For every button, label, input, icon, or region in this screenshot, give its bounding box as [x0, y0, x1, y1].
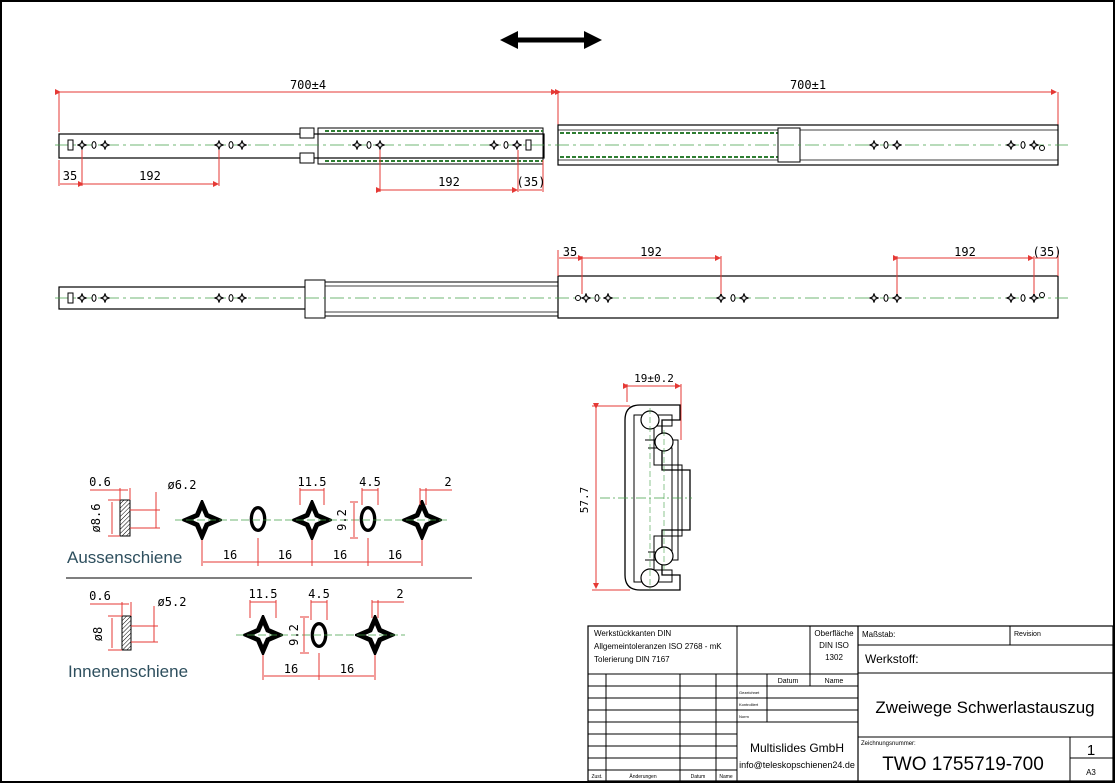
surface-line-2: DIN ISO	[819, 641, 849, 650]
outer-rail-label: Aussenschiene	[67, 548, 182, 567]
inner-d-11-5: 11.5	[249, 587, 278, 601]
outer-pitch-1: 16	[223, 548, 237, 562]
inner-dia-outer: ø5.2	[158, 595, 187, 609]
sheet-number: 1	[1087, 742, 1095, 759]
row-norm: Norm	[739, 714, 749, 719]
drawing-number-label: Zeichnungsnummer:	[861, 741, 916, 747]
cross-section: 19±0.2 57.7	[578, 372, 692, 591]
inner-rail-label: Innenenschiene	[68, 662, 188, 681]
outer-dia-hole: ø8.6	[89, 504, 103, 533]
second-view: 35 192 192 (35)	[55, 245, 1068, 319]
dim-right-length: 700±1	[790, 78, 826, 92]
outer-d-2: 2	[444, 475, 451, 489]
top-view: 700±4 700±1	[55, 78, 1068, 193]
rev-col-name: Name	[719, 774, 733, 780]
revision-label: Revision	[1014, 631, 1041, 638]
dim-192-side-a: 192	[640, 245, 662, 259]
double-arrow-icon	[500, 31, 602, 49]
outer-d-11-5: 11.5	[298, 475, 327, 489]
dim-35-top: 35	[63, 169, 77, 183]
outer-pitch-3: 16	[333, 548, 347, 562]
outer-pitch-2: 16	[278, 548, 292, 562]
sheet-format: A3	[1086, 768, 1096, 777]
drawing-title: Zweiwege Schwerlastauszug	[875, 698, 1094, 717]
dim-35-side: 35	[563, 245, 577, 259]
inner-d-9-2: 9.2	[287, 624, 301, 646]
dim-left-length: 700±4	[290, 78, 326, 92]
rev-col-state: Zust.	[591, 774, 602, 780]
inner-d-2: 2	[396, 587, 403, 601]
note-line-1: Werkstückkanten DIN	[594, 629, 671, 638]
note-line-2: Allgemeintoleranzen ISO 2768 - mK	[594, 642, 722, 651]
outer-rail-detail: 0.6 ø6.2 ø8.6 11.5 4.5 9.2 2	[67, 475, 452, 567]
surface-line-1: Oberfläche	[814, 629, 854, 638]
datum-header: Datum	[778, 678, 799, 685]
inner-pitch-2: 16	[340, 662, 354, 676]
title-block-text: Werkstückkanten DIN Allgemeintoleranzen …	[591, 629, 1096, 780]
outer-d-4-5: 4.5	[359, 475, 381, 489]
row-drawn: Gezeichnet	[739, 690, 760, 695]
inner-dia-hole: ø8	[91, 627, 105, 641]
title-block	[587, 625, 1114, 782]
inner-d-4-5: 4.5	[308, 587, 330, 601]
name-header: Name	[825, 678, 844, 685]
row-checked: Kontrolliert	[739, 702, 759, 707]
inner-pitch-1: 16	[284, 662, 298, 676]
inner-thickness: 0.6	[89, 589, 111, 603]
dim-section-height: 57.7	[578, 487, 591, 514]
dim-192-top-b: 192	[438, 175, 460, 189]
dim-section-width: 19±0.2	[634, 372, 674, 385]
rev-col-changes: Änderungen	[629, 773, 656, 780]
company-email: info@teleskopschienen24.de	[739, 760, 855, 770]
outer-d-9-2: 9.2	[335, 509, 349, 531]
surface-line-3: 1302	[825, 653, 843, 662]
material-label: Werkstoff:	[865, 652, 919, 666]
dim-35-ref-side: (35)	[1033, 245, 1062, 259]
outer-pitch-4: 16	[388, 548, 402, 562]
note-line-3: Tolerierung DIN 7167	[594, 655, 670, 664]
drawing-number: TWO 1755719-700	[882, 754, 1044, 775]
inner-rail-detail: 0.6 ø5.2 ø8 11.5 4.5 9.2 2 16 16	[68, 587, 405, 681]
dim-192-side-b: 192	[954, 245, 976, 259]
outer-dia-outer: ø6.2	[168, 478, 197, 492]
dim-192-top-a: 192	[139, 169, 161, 183]
dim-35-ref-top: (35)	[517, 175, 546, 189]
outer-thickness: 0.6	[89, 475, 111, 489]
rev-col-date: Datum	[691, 774, 706, 780]
company-name: Multislides GmbH	[750, 741, 844, 755]
outer-rail-side	[557, 275, 1059, 319]
scale-label: Maßstab:	[862, 630, 895, 639]
